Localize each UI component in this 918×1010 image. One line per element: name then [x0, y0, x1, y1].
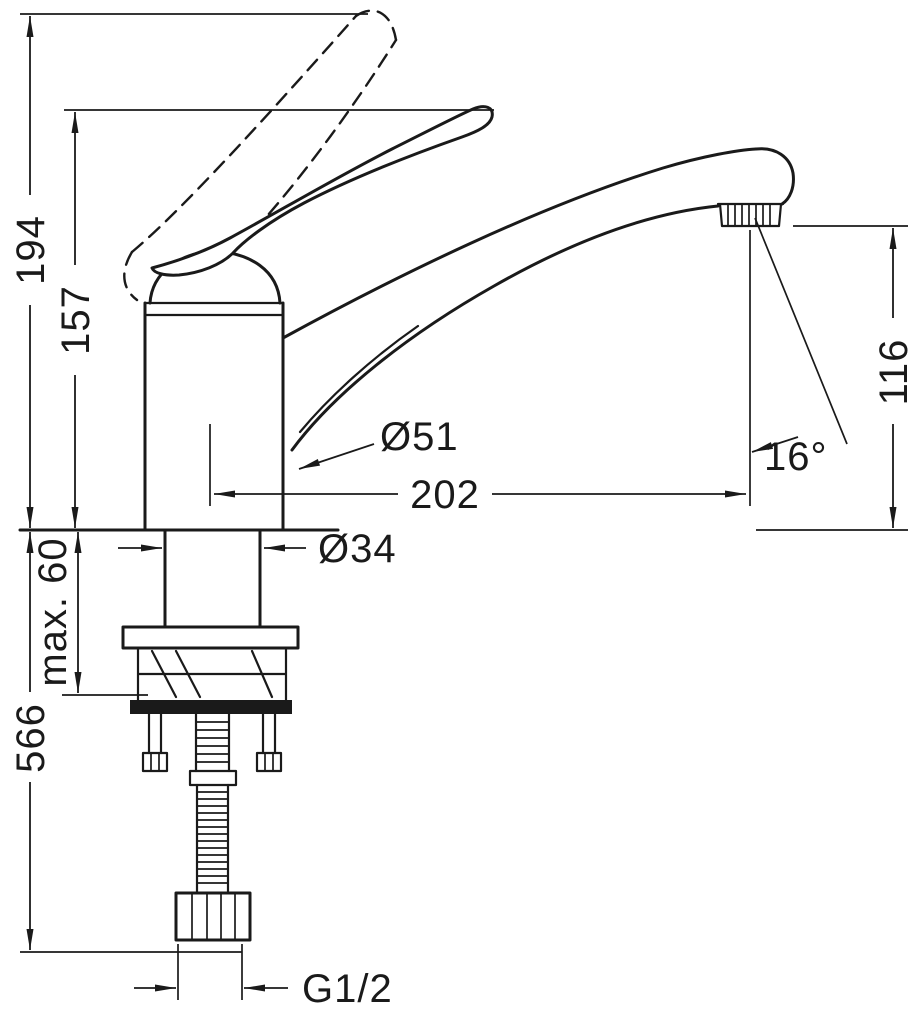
- stud-thread-hatch: [196, 721, 229, 763]
- faucet-body-outline: [18, 105, 795, 532]
- mounting-bolts: [147, 712, 277, 755]
- angle-slant-line: [754, 217, 848, 445]
- connector-nut-flats: [191, 893, 236, 940]
- ext-g12: [177, 944, 243, 1000]
- label-dia-51: Ø51: [380, 415, 459, 459]
- supply-hose-sides: [195, 783, 230, 895]
- seal-band: [130, 700, 292, 714]
- base-flange: [121, 625, 300, 650]
- label-max-60: max. 60: [31, 537, 75, 686]
- dimension-annotations: 194 157 max. 60 566 116 202 Ø51 Ø34 16° …: [9, 13, 916, 1010]
- shank-sides: [163, 528, 262, 629]
- lever-handle: [150, 105, 494, 277]
- aerator-outline: [716, 202, 785, 228]
- label-dim-202: 202: [410, 473, 480, 517]
- spout-head: [754, 147, 795, 206]
- body-top-seams: [143, 301, 285, 317]
- spout-inner-line: [298, 324, 420, 434]
- label-thread-g12: G1/2: [302, 967, 393, 1010]
- raised-handle-dashed-outline: [123, 9, 398, 302]
- label-dim-566: 566: [9, 703, 53, 773]
- body-sides: [143, 301, 285, 532]
- label-dim-116: 116: [872, 339, 916, 406]
- collar: [188, 769, 238, 787]
- label-dim-194: 194: [9, 215, 53, 285]
- raised-handle-upper-edge: [130, 14, 358, 254]
- connector-nut: [174, 891, 252, 942]
- label-angle-16: 16°: [764, 435, 828, 479]
- raised-handle-base-arc: [123, 250, 139, 302]
- raised-handle-lower-edge: [236, 38, 398, 250]
- raised-handle-tip-arc: [354, 9, 398, 42]
- label-dim-157: 157: [54, 285, 98, 355]
- aerator-hatch: [727, 205, 771, 225]
- label-dia-34: Ø34: [318, 527, 397, 571]
- fastening-bracket: [136, 646, 288, 702]
- hose-hatch: [197, 791, 228, 884]
- spout-top-edge: [281, 147, 758, 340]
- bolt-head-hatch: [150, 753, 274, 771]
- below-deck-assembly: [121, 528, 300, 942]
- angle-arrow: [751, 436, 799, 453]
- leader-dia51: [298, 443, 375, 470]
- spout-bottom-edge: [290, 204, 720, 452]
